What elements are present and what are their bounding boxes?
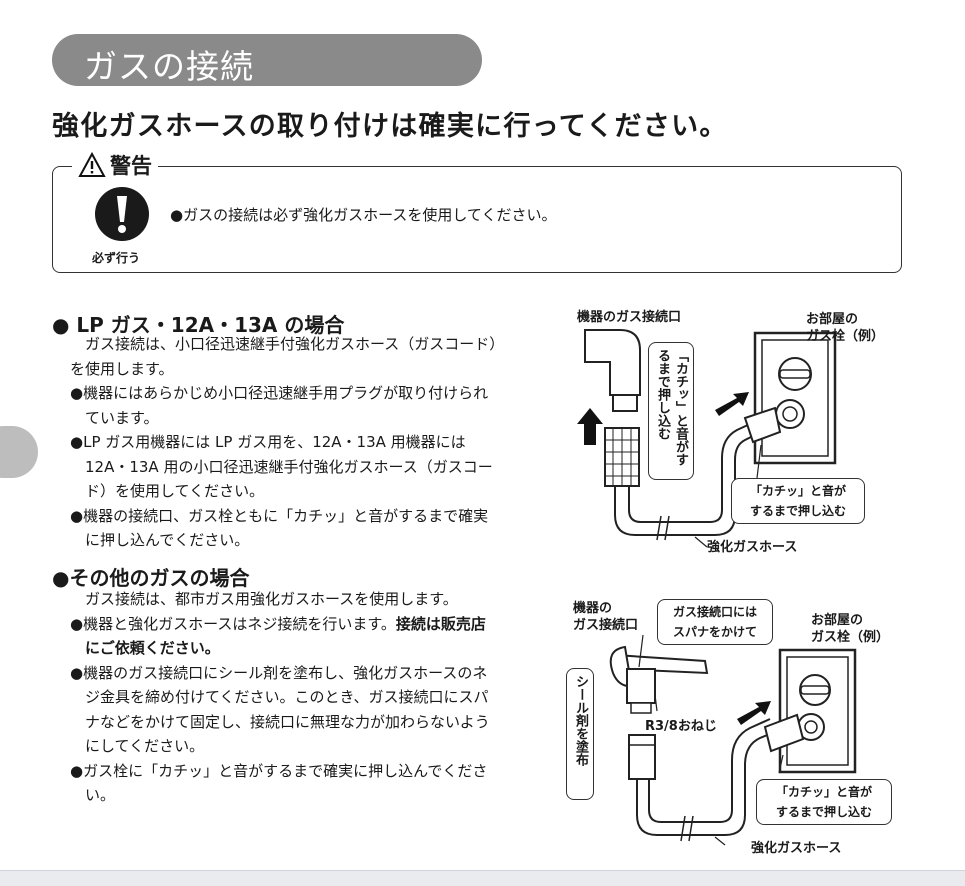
section-other-body: ガス接続は、都市ガス用強化ガスホースを使用します。 ●機器と強化ガスホースはネジ… <box>70 587 490 808</box>
text-line: ナなどをかけて固定し、接続口に無理な力が加わらないよう <box>70 712 490 731</box>
diagram2-sealant-callout: シール剤を塗布 <box>566 668 594 800</box>
label-line: お部屋の <box>806 312 859 327</box>
taskbar-strip <box>0 870 965 886</box>
warning-text: ●ガスの接続は必ず強化ガスホースを使用してください。 <box>170 206 557 224</box>
callout-line: スパナをかけて <box>672 625 757 639</box>
callout-line: 「カチッ」と音が <box>775 785 872 799</box>
threaded-connect-diagram <box>609 634 857 846</box>
mandatory-label: 必ず行う <box>92 251 141 265</box>
diagram2-thread-label: R3/8おねじ <box>645 719 717 734</box>
text-line: に押し込んでください。 <box>70 531 250 549</box>
warning-tag: 警告 <box>72 150 158 180</box>
callout-line: 「カチッ」と音が <box>749 484 846 498</box>
callout-line: するまで押し込む <box>775 805 872 819</box>
text-line: ガス接続は、小口径迅速継手付強化ガスホース（ガスコード） <box>70 335 505 353</box>
text-line-bold: にご依頼ください。 <box>70 639 220 657</box>
page-subtitle: 強化ガスホースの取り付けは確実に行ってください。 <box>52 111 728 142</box>
warning-box <box>52 166 902 273</box>
mandatory-action-icon <box>95 187 149 241</box>
diagram1-click-callout: 「カチッ」と音が するまで押し込む <box>731 478 865 524</box>
diagram2-valve-label: お部屋の ガス栓（例） <box>811 612 889 646</box>
label-line: 機器の <box>573 601 613 616</box>
page-title: ガスの接続 <box>84 47 254 86</box>
text-line: にしてください。 <box>70 737 205 755</box>
diagram1-push-vertical-callout: 「カチッ」と音がするまで押し込む <box>648 342 694 480</box>
diagram1-device-port-label: 機器のガス接続口 <box>577 310 682 325</box>
warning-triangle-icon <box>78 152 106 177</box>
diagram2-spanner-callout: ガス接続口には スパナをかけて <box>657 599 773 645</box>
quick-connect-diagram <box>577 329 837 548</box>
text-line: ています。 <box>70 408 159 427</box>
text-line: ガス接続は、都市ガス用強化ガスホースを使用します。 <box>70 590 458 608</box>
diagram2-click-callout: 「カチッ」と音が するまで押し込む <box>756 779 892 825</box>
label-line: ガス栓（例） <box>806 329 885 344</box>
text-line: ●LP ガス用機器には LP ガス用を、12A・13A 用機器には <box>70 433 466 451</box>
label-line: ガス接続口 <box>573 618 639 633</box>
section-lp-body: ガス接続は、小口径迅速継手付強化ガスホース（ガスコード） を使用します。 ●機器… <box>70 332 504 553</box>
text-line: ●ガス栓に「カチッ」と音がするまで確実に押し込んでくださ <box>70 761 488 780</box>
text-line: い。 <box>70 786 116 804</box>
text-line: を使用します。 <box>70 359 174 378</box>
text-line: ●機器と強化ガスホースはネジ接続を行います。接続は販売店 <box>70 612 490 637</box>
section-title-pill: ガスの接続 <box>52 34 482 86</box>
text-line: ●機器にはあらかじめ小口径迅速継手用プラグが取り付けられ <box>70 384 489 402</box>
text-line: 12A・13A 用の小口径迅速継手付強化ガスホース（ガスコー <box>70 457 493 476</box>
label-line: お部屋の <box>811 613 864 628</box>
callout-line: ガス接続口には <box>672 605 757 619</box>
text-segment: ●機器と強化ガスホースはネジ接続を行います。 <box>70 614 396 633</box>
callout-line: するまで押し込む <box>749 504 846 518</box>
text-line: ジ金具を締め付けてください。このとき、ガス接続口にスパ <box>70 688 489 706</box>
section-other-title: ●その他のガスの場合 <box>52 566 250 590</box>
diagram2-device-port-label: 機器の ガス接続口 <box>573 600 638 634</box>
text-line: ●機器のガス接続口にシール剤を塗布し、強化ガスホースのネ <box>70 663 488 682</box>
text-bold-segment: 接続は販売店 <box>395 614 486 633</box>
section-lp-title: ● LP ガス・12A・13A の場合 <box>52 313 345 337</box>
text-line: ド）を使用してください。 <box>70 482 265 500</box>
diagram1-valve-label: お部屋の ガス栓（例） <box>806 311 884 345</box>
diagram1-hose-label: 強化ガスホース <box>707 540 798 555</box>
side-index-tab <box>0 426 38 478</box>
diagram2-hose-label: 強化ガスホース <box>751 841 842 856</box>
warning-label: 警告 <box>110 154 152 178</box>
label-line: ガス栓（例） <box>811 630 890 645</box>
text-line: ●機器の接続口、ガス栓ともに「カチッ」と音がするまで確実 <box>70 506 489 525</box>
